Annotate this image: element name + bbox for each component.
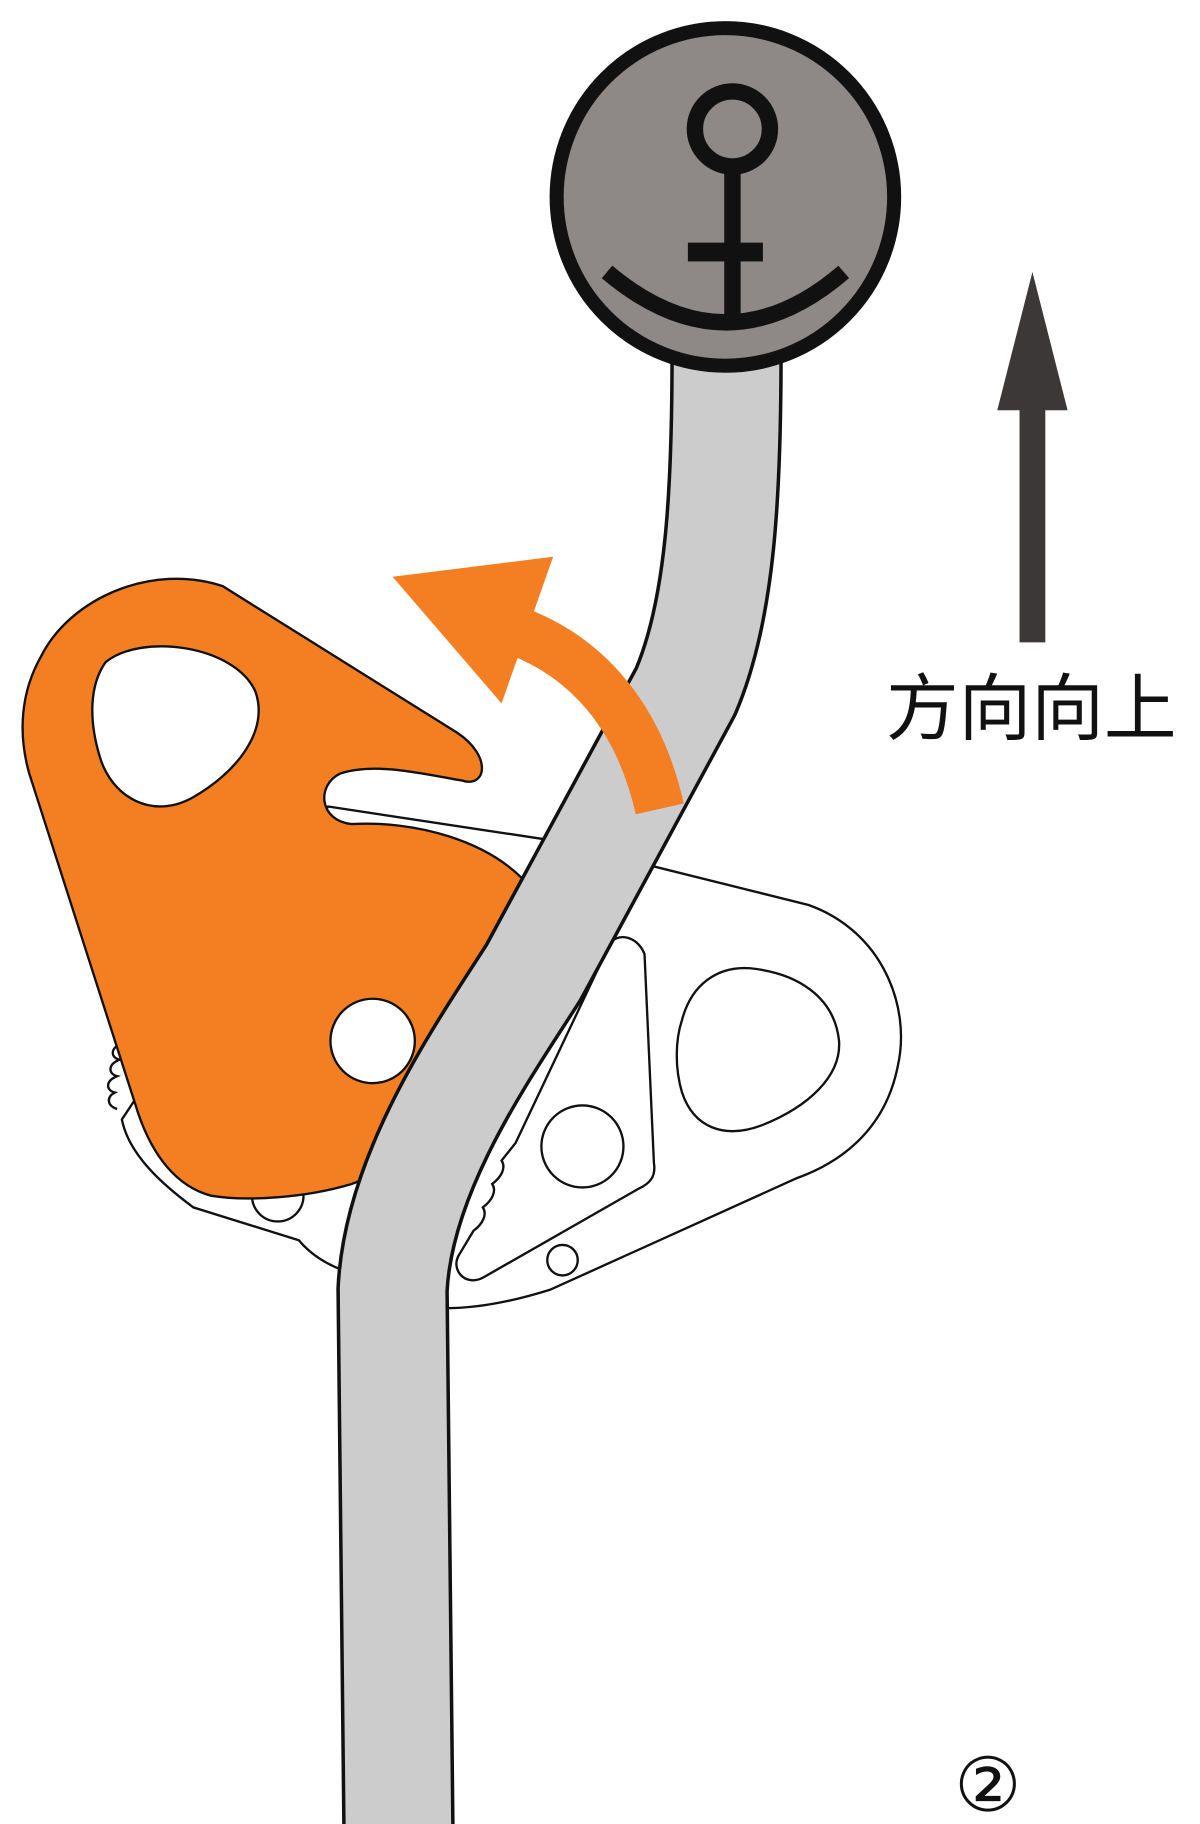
inner-cam (455, 936, 656, 1282)
plate-teeth (106, 1042, 124, 1111)
curved-arrow-shaft (506, 607, 684, 815)
anchor-stock (687, 242, 763, 262)
direction-label: 方向向上 (886, 668, 1177, 752)
rope-fill (339, 351, 780, 1824)
anchor-icon (549, 21, 902, 373)
step-number: ② (954, 1741, 1021, 1824)
anchor-arms (601, 265, 850, 331)
inner-cam-pivot (540, 1104, 625, 1189)
up-arrow-head (997, 271, 1068, 411)
plate-hole (675, 966, 841, 1133)
inner-cam-pin (546, 1243, 579, 1277)
orange-cam (21, 577, 550, 1200)
curved-arrow-head (392, 556, 554, 704)
orange-cam-hole (91, 645, 260, 808)
up-arrow-icon (997, 271, 1068, 643)
orange-cam-pivot-hole (329, 997, 417, 1085)
rope (336, 351, 783, 1824)
curved-arrow-icon (392, 556, 684, 815)
